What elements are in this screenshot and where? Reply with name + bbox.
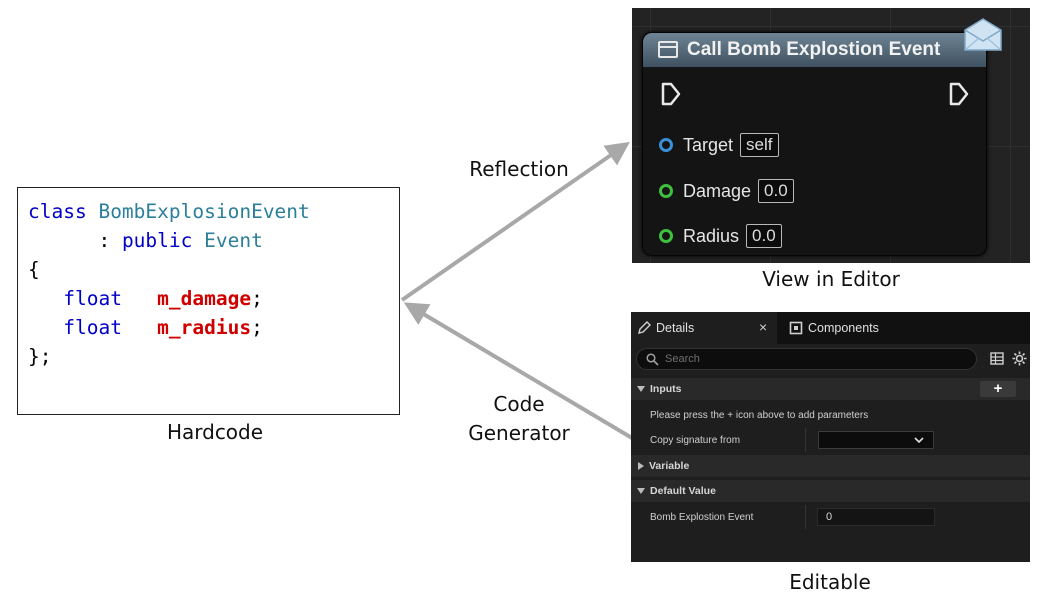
code-box: class BombExplosionEvent : public Event …	[17, 187, 400, 415]
section-variable[interactable]: Variable	[631, 455, 1030, 477]
section-variable-title: Variable	[649, 460, 690, 472]
copy-signature-dropdown[interactable]	[818, 431, 934, 449]
tab-bar: Details × Components	[631, 312, 1030, 344]
default-value-field[interactable]: 0	[817, 508, 935, 526]
tab-components[interactable]: Components	[783, 312, 879, 344]
caption-view-in-editor: View in Editor	[762, 267, 900, 291]
float-pin-icon[interactable]	[659, 184, 673, 198]
code-member-name: m_radius	[157, 316, 252, 339]
copy-signature-row: Copy signature from	[631, 428, 1030, 452]
search-placeholder: Search	[665, 353, 700, 365]
close-icon[interactable]: ×	[759, 319, 768, 335]
code-keyword-public: public	[121, 229, 193, 252]
code-keyword-class: class	[28, 200, 87, 223]
caption-reflection: Reflection	[469, 157, 569, 181]
chevron-down-icon	[637, 386, 645, 392]
code-base-class: Event	[204, 229, 263, 252]
inputs-hint-row: Please press the + icon above to add par…	[631, 403, 1030, 427]
pin-label: Target	[683, 134, 734, 155]
caption-editable: Editable	[789, 570, 871, 594]
caption-code-line2: Generator	[468, 421, 570, 445]
add-parameter-button[interactable]: +	[980, 381, 1016, 397]
caption-code-line1: Code	[493, 392, 545, 416]
pencil-icon	[638, 321, 651, 334]
code-close-brace: };	[28, 345, 52, 368]
default-value-label: Bomb Explostion Event	[650, 511, 754, 523]
node-header: Call Bomb Explostion Event	[643, 33, 986, 67]
code-member-type: float	[63, 287, 122, 310]
section-inputs[interactable]: Inputs +	[631, 378, 1030, 400]
function-icon	[658, 41, 678, 58]
caption-hardcode: Hardcode	[166, 420, 264, 444]
exec-in-pin-icon[interactable]	[661, 82, 681, 106]
code-semicolon: ;	[251, 287, 263, 310]
search-input[interactable]: Search	[636, 348, 977, 370]
gear-icon[interactable]	[1012, 351, 1027, 366]
code-class-name: BombExplosionEvent	[98, 200, 310, 223]
blueprint-node[interactable]: Call Bomb Explostion Event Target self D…	[642, 32, 987, 256]
section-default-value[interactable]: Default Value	[631, 480, 1030, 502]
chevron-down-icon	[637, 488, 645, 494]
inputs-hint: Please press the + icon above to add par…	[650, 409, 869, 421]
copy-signature-label: Copy signature from	[650, 434, 741, 446]
tab-components-label: Components	[808, 321, 879, 335]
code-member-type: float	[63, 316, 122, 339]
details-panel: Details × Components Search Inputs +	[631, 312, 1030, 562]
pin-row-radius[interactable]: Radius 0.0	[659, 222, 782, 250]
node-title: Call Bomb Explostion Event	[687, 39, 941, 60]
reflection-arrow	[400, 141, 630, 302]
pin-label: Damage	[683, 180, 752, 201]
default-value-row: Bomb Explostion Event 0	[631, 505, 1030, 529]
pin-row-damage[interactable]: Damage 0.0	[659, 177, 794, 205]
code-generator-arrow	[403, 302, 634, 440]
section-inputs-title: Inputs	[650, 383, 682, 395]
chevron-right-icon	[638, 462, 644, 470]
blueprint-editor-panel: Call Bomb Explostion Event Target self D…	[632, 8, 1030, 263]
code-open-brace: {	[28, 258, 40, 281]
search-icon	[646, 353, 659, 366]
section-default-value-title: Default Value	[650, 485, 716, 497]
pin-value-field[interactable]: 0.0	[746, 224, 782, 248]
component-icon	[789, 321, 803, 335]
pin-row-target[interactable]: Target self	[659, 131, 779, 159]
float-pin-icon[interactable]	[659, 229, 673, 243]
code-colon: :	[98, 229, 122, 252]
pin-value-field[interactable]: 0.0	[758, 179, 794, 203]
chevron-down-icon	[914, 437, 924, 444]
code-semicolon: ;	[251, 316, 263, 339]
exec-out-pin-icon[interactable]	[949, 82, 969, 106]
default-value-text: 0	[826, 511, 833, 523]
table-view-icon[interactable]	[990, 352, 1004, 365]
pin-value-field[interactable]: self	[740, 133, 779, 157]
code-listing: class BombExplosionEvent : public Event …	[28, 197, 310, 371]
object-pin-icon[interactable]	[659, 138, 673, 152]
tab-details-label: Details	[656, 321, 695, 335]
envelope-icon	[964, 18, 1002, 51]
pin-label: Radius	[683, 225, 740, 246]
code-member-name: m_damage	[157, 287, 252, 310]
tab-details[interactable]: Details ×	[631, 312, 777, 344]
